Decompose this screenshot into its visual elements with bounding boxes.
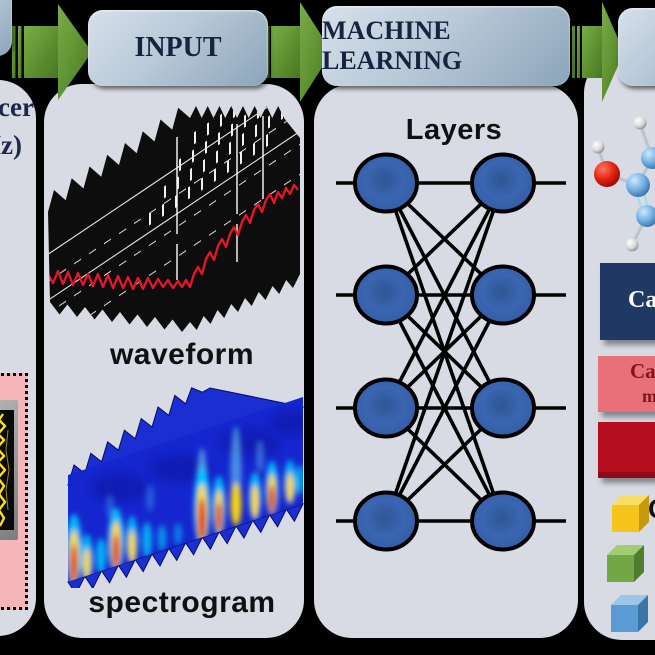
oxygen-atom xyxy=(594,161,620,187)
calibration-navy-box-text: Cal xyxy=(628,287,655,313)
spectrogram-label: spectrogram xyxy=(88,586,276,619)
spectrogram-stack-image xyxy=(50,378,305,588)
neural-network-diagram xyxy=(314,92,578,602)
calibration-pink-box: Ca m xyxy=(598,356,655,412)
hydrogen-atom xyxy=(625,238,639,252)
network-nodes xyxy=(353,152,536,552)
oscilloscope-screen xyxy=(0,410,14,530)
calibration-navy-box: Cal xyxy=(600,263,655,340)
transducer-caption-line1: ucer xyxy=(0,92,34,122)
red-box xyxy=(598,422,655,478)
spectrogram-stack-teeth-bottom xyxy=(67,503,304,588)
input-header: INPUT xyxy=(88,10,268,86)
carbon-atom xyxy=(641,147,655,169)
arrow-3-icon xyxy=(572,0,624,104)
waveform-trace xyxy=(48,183,299,291)
left-header-partial xyxy=(0,0,12,56)
transducer-caption-line2: Hz) xyxy=(0,130,22,160)
calibration-pink-box-line1: Ca xyxy=(630,359,655,383)
hydrogen-atom xyxy=(591,140,605,154)
calibration-pink-box-line2: m xyxy=(642,386,655,406)
machine-learning-header: MACHINE LEARNING xyxy=(322,6,570,86)
layers-label: Layers xyxy=(405,114,503,146)
hydrogen-atom xyxy=(633,116,647,130)
arrow-1-icon xyxy=(12,0,92,104)
green-cube-icon xyxy=(606,542,650,584)
carbon-atom xyxy=(626,173,650,197)
molecule-icon xyxy=(583,92,655,262)
blue-cube-icon xyxy=(610,592,654,634)
yellow-cube-label-fragment: C xyxy=(648,494,655,525)
oscilloscope-trace-icon xyxy=(0,413,10,527)
waveform-stack-silhouette xyxy=(48,106,300,332)
output-header-partial xyxy=(618,8,655,86)
carbon-atom xyxy=(636,205,655,227)
yellow-cube-icon xyxy=(611,492,655,534)
waveform-label: waveform xyxy=(109,338,255,371)
machine-learning-header-label: MACHINE LEARNING xyxy=(322,16,463,75)
waveform-stack-image xyxy=(44,104,304,336)
input-header-label: INPUT xyxy=(134,32,222,63)
